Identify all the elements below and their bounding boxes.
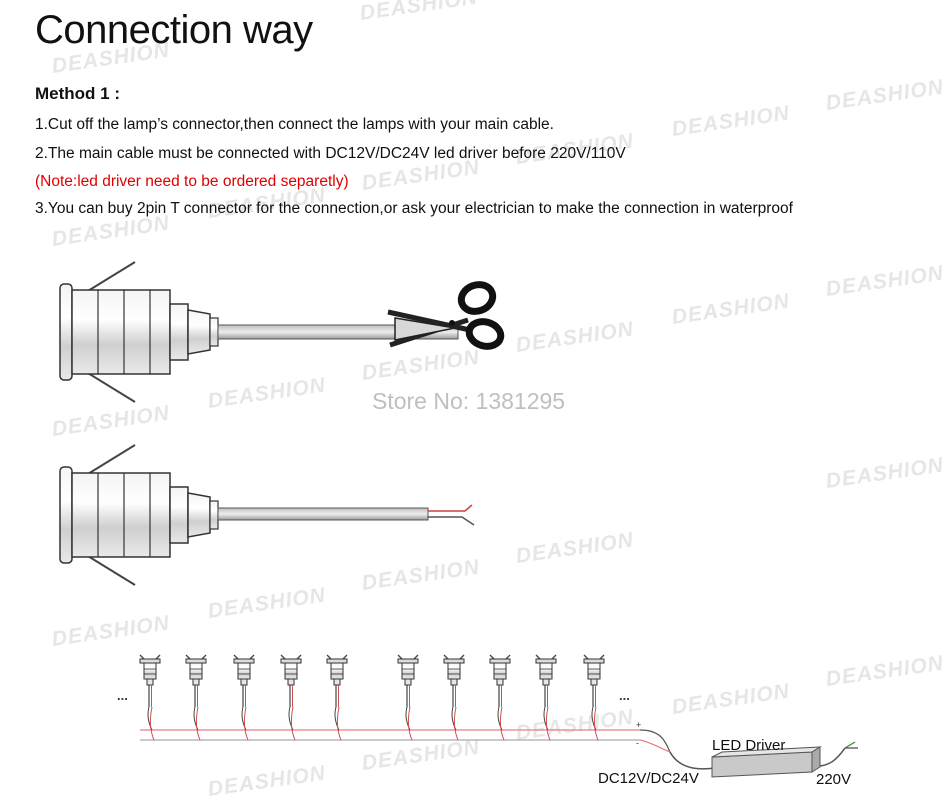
- dc-voltage-label: DC12V/DC24V: [598, 770, 699, 787]
- main-cable: [140, 729, 858, 770]
- minus-sign: -: [636, 738, 639, 748]
- step-2-text: 2.The main cable must be connected with …: [35, 145, 626, 162]
- method-heading: Method 1 :: [35, 84, 120, 103]
- ac-voltage-label: 220V: [816, 771, 852, 788]
- small-lamp: [326, 654, 348, 741]
- ellipsis-left: ...: [117, 688, 128, 703]
- small-lamp: [397, 654, 419, 741]
- step-3-text: 3.You can buy 2pin T connector for the c…: [35, 200, 793, 217]
- small-lamp: [139, 654, 161, 741]
- note-text: (Note:led driver need to be ordered sepa…: [35, 173, 349, 190]
- small-lamp: [233, 654, 255, 741]
- small-lamp: [280, 654, 302, 741]
- ellipsis-right: ...: [619, 688, 630, 703]
- small-lamp: [443, 654, 465, 741]
- plus-sign: +: [636, 720, 641, 730]
- small-lamp: [535, 654, 557, 741]
- small-lamp: [583, 654, 605, 741]
- store-number: Store No: 1381295: [372, 388, 566, 414]
- led-driver-box: [711, 746, 822, 778]
- small-lamp: [489, 654, 511, 741]
- small-lamp: [185, 654, 207, 741]
- step-1-text: 1.Cut off the lamp’s connector,then conn…: [35, 116, 554, 133]
- lamp-stripped-cable: [59, 444, 475, 586]
- scissors-icon: [387, 281, 505, 350]
- page-title: Connection way: [35, 8, 313, 52]
- led-driver-label: LED Driver: [712, 737, 786, 754]
